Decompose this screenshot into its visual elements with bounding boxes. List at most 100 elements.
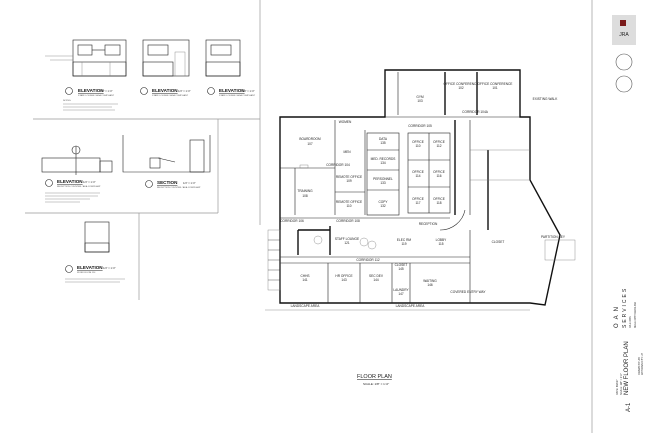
room-label: MEN (343, 150, 351, 154)
room-label: ELEC RM (397, 238, 412, 242)
seal-icon (615, 53, 633, 71)
corridor-label: CORRIDOR 105 (408, 124, 432, 128)
corridor-label: CORRIDOR 108 (336, 219, 360, 223)
walk-label: EXISTING WALK (533, 97, 559, 101)
firm-logo (612, 15, 636, 45)
detail-elevation-3: ELEVATION 1/4" = 1'-0" STAFF LOUNGE / AD… (205, 39, 256, 97)
detail-2-scale: 1/4" = 1'-0" (178, 89, 191, 93)
approved-by: APPROVED BY: JP (641, 353, 644, 375)
room-number: 119 (401, 242, 406, 246)
drawn-by: DRAWN BY: AB (638, 357, 641, 375)
floor-plan-scale: SCALE: 1/8" = 1'-0" (363, 382, 389, 386)
room-label: WOMEN (339, 120, 352, 124)
room-label: LAUNDRY (393, 288, 409, 292)
seal-icon (615, 75, 633, 93)
room-label: OFFICE CONFERENCE (444, 82, 479, 86)
room-number: 112 (436, 144, 441, 148)
room-number: 134 (380, 161, 386, 165)
room-number: 115 (438, 242, 443, 246)
room-number: 110 (346, 204, 351, 208)
detail-5-title: ELEVATION (77, 265, 103, 270)
room-label: OFFICE (412, 170, 424, 174)
room-label: OFFICE (433, 140, 445, 144)
room-number: 114 (415, 174, 420, 178)
room-number: 132 (380, 204, 386, 208)
room-label: CLOSET (395, 263, 408, 267)
corridor-labels: CORRIDOR 104 CORRIDOR 106 CORRIDOR 108 C… (280, 97, 566, 308)
date-text: DATE: 9/2017 (616, 379, 619, 395)
scale-text: SCALE: 1/8" = 1'-0" (620, 373, 623, 395)
room-label: STAFF LOUNGE (335, 237, 359, 241)
detail-frames (25, 0, 261, 300)
project-name-2: SERVICES (622, 287, 628, 328)
landscape-label: LANDSCAPE AREA (396, 304, 426, 308)
room-label: RECEPTION (419, 222, 438, 226)
room-number: 121 (344, 241, 350, 245)
covered-entry-label: COVERED ENTRY WAY (450, 290, 486, 294)
room-number: 135 (380, 141, 386, 145)
room-label: OFFICE (433, 170, 445, 174)
title-block: JRA NEW FLOOR PLAN OAN SERVICES DA E OBS… (591, 0, 644, 433)
project-name-1: OAN (614, 303, 620, 328)
detail-5-scale: 1/4" = 1'-0" (103, 266, 116, 270)
room-label: SEC DEV (369, 274, 384, 278)
landscape-label: LANDSCAPE AREA (291, 304, 321, 308)
room-number: 147 (398, 292, 404, 296)
room-label: WAITING (423, 279, 437, 283)
closet-label: CLOSET (492, 240, 505, 244)
room-label: DATA (379, 137, 388, 141)
detail-4-scale: 1/4" = 1'-0" (83, 180, 96, 184)
corridor-label: CORRIDOR 112 (356, 258, 380, 262)
room-number: 118 (436, 201, 441, 205)
detail-5-sub: WORK ROOM 114 (77, 272, 96, 274)
room-number: 109 (346, 179, 352, 183)
room-label: HR OFFICE (335, 274, 352, 278)
logo-mark-icon (620, 20, 626, 26)
room-number: 110 (415, 144, 420, 148)
detail-section: SECTION 1/4" = 1'-0" RECEPTION COUNTER /… (122, 135, 211, 189)
room-label: OFFICE (412, 197, 424, 201)
room-number: 144 (373, 278, 379, 282)
room-number: 133 (380, 181, 386, 185)
detail-2-sub: STAFF LOUNGE / ADA COMPLIANT (152, 94, 189, 97)
room-label: OFFICE (412, 140, 424, 144)
section-scale: 1/4" = 1'-0" (183, 181, 196, 185)
room-number: 116 (436, 174, 441, 178)
corridor-label: CORRIDOR 106 (280, 219, 304, 223)
detail-1-notes: NOTES: (63, 100, 72, 102)
detail-1-scale: 1/4" = 1'-0" (100, 89, 113, 93)
detail-3-title: ELEVATION (219, 88, 245, 93)
section-sub: RECEPTION COUNTER / ADA COMPLIANT (157, 186, 201, 189)
detail-4-title: ELEVATION (57, 179, 83, 184)
room-number: 101 (492, 86, 498, 90)
room-number: 102 (458, 86, 464, 90)
floor-plan-title-block: FLOOR PLAN SCALE: 1/8" = 1'-0" (357, 374, 392, 386)
floor-plan: BOARDROOM 107 TRAINING 108 WOMEN MEN DAT… (265, 69, 576, 311)
sheet-title: NEW FLOOR PLAN (624, 341, 630, 395)
room-number: 141 (302, 278, 308, 282)
room-number: 143 (341, 278, 347, 282)
room-label: REMOTE OFFICE (336, 175, 362, 179)
room-number: 145 (398, 267, 404, 271)
room-label: OFFICE (433, 197, 445, 201)
firm-logo-text: JRA (619, 32, 629, 38)
room-label: MED. RECORDS (371, 157, 396, 161)
detail-elevation-2: ELEVATION 1/4" = 1'-0" STAFF LOUNGE / AD… (140, 39, 191, 97)
detail-1-sub: STAFF LOUNGE / ADA COMPLIANT (78, 94, 115, 97)
sheet-number: A-1 (626, 402, 632, 412)
room-labels: BOARDROOM 107 TRAINING 108 WOMEN MEN DAT… (297, 82, 512, 296)
detail-3-sub: STAFF LOUNGE / ADA COMPLIANT (219, 94, 256, 97)
project-address: DA E OBS (629, 316, 632, 328)
room-label: TRAINING (297, 189, 313, 193)
detail-2-title: ELEVATION (152, 88, 178, 93)
room-label: OFFICE CONFERENCE (478, 82, 513, 86)
room-label: CHHS (300, 274, 309, 278)
detail-1-title: ELEVATION (78, 88, 104, 93)
room-label: BOARDROOM (299, 137, 321, 141)
partition-key-label: PARTITION KEY (541, 235, 566, 239)
detail-elevation-4: ELEVATION 1/4" = 1'-0" RECEPTION COUNTER… (41, 145, 113, 203)
corridor-label: CORRIDOR 104 (326, 163, 350, 167)
room-number: 117 (415, 201, 420, 205)
detail-3-scale: 1/4" = 1'-0" (242, 89, 255, 93)
